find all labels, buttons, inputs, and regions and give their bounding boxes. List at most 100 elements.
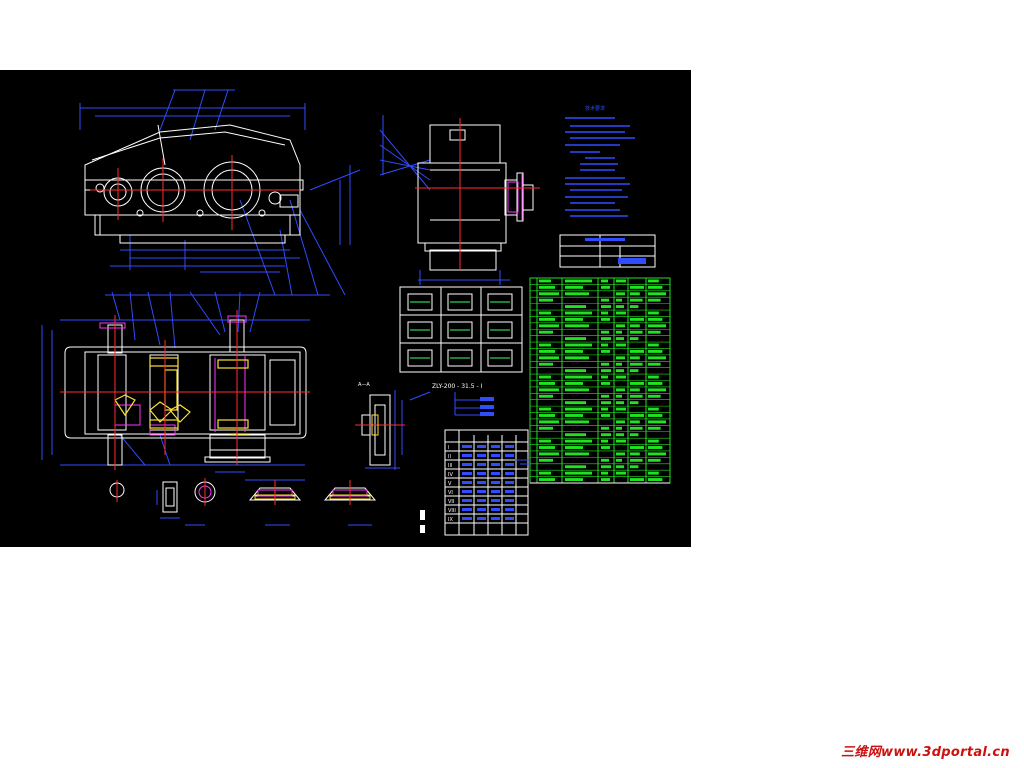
technical-notes: 技术要求: [559, 105, 656, 268]
parts-cell-text: [616, 439, 626, 443]
parts-cell-text: [565, 369, 586, 373]
parts-cell-text: [630, 420, 640, 424]
parts-cell-text: [630, 478, 644, 481]
parts-cell-text: [648, 414, 663, 417]
gear-spec-table: I II III IV V VI VII VIII IX: [420, 429, 529, 536]
section-a-a-label: A—A: [358, 382, 370, 388]
parts-cell-text: [648, 324, 666, 328]
parts-cell-text: [630, 394, 643, 398]
parts-cell-text: [565, 471, 592, 475]
parts-list-table: [515, 277, 671, 484]
parts-cell-text: [601, 349, 610, 353]
parts-cell-text: [630, 298, 643, 302]
parts-cell-text: [630, 388, 640, 392]
parts-cell-text: [616, 471, 626, 475]
model-designation: ZLY-200 - 31.5 - I: [409, 383, 494, 416]
parts-cell-text: [601, 343, 608, 347]
parts-cell-text: [648, 349, 663, 353]
parts-cell-text: [601, 458, 609, 462]
parts-cell-text: [630, 382, 644, 385]
spec-row-1: I: [448, 445, 449, 451]
parts-cell-text: [539, 426, 553, 430]
parts-cell-text: [565, 452, 589, 456]
section-a-a-view: A—A: [355, 382, 405, 470]
parts-cell-text: [648, 292, 666, 296]
parts-cell-text: [539, 382, 555, 385]
parts-cell-text: [601, 407, 608, 411]
parts-cell-text: [630, 349, 644, 353]
spec-row-9: IX: [448, 517, 453, 523]
parts-cell-text: [616, 311, 626, 315]
parts-cell-text: [616, 305, 624, 309]
parts-cell-text: [601, 426, 609, 430]
parts-cell-text: [616, 388, 625, 392]
parts-cell-text: [648, 330, 661, 334]
parts-cell-text: [565, 414, 583, 417]
parts-cell-text: [630, 324, 640, 328]
parts-cell-text: [616, 426, 622, 430]
parts-cell-text: [630, 292, 640, 296]
parts-cell-text: [616, 324, 625, 328]
parts-cell-text: [539, 452, 559, 456]
parts-cell-text: [630, 362, 643, 366]
spec-row-4: IV: [448, 472, 453, 478]
parts-cell-text: [630, 317, 644, 321]
parts-cell-text: [648, 343, 659, 347]
parts-cell-text: [601, 305, 611, 309]
parts-cell-text: [539, 298, 553, 302]
parts-cell-text: [601, 394, 609, 398]
parts-cell-text: [648, 426, 661, 430]
parts-cell-text: [601, 382, 610, 385]
parts-cell-text: [539, 478, 555, 481]
spec-row-6: VI: [448, 490, 453, 496]
gearbox-assembly-drawing: 技术要求: [41, 89, 671, 536]
parts-cell-text: [648, 471, 659, 475]
parts-cell-text: [648, 375, 659, 379]
parts-cell-text: [601, 471, 608, 475]
parts-cell-text: [648, 311, 659, 315]
parts-cell-text: [648, 298, 661, 302]
parts-cell-text: [630, 285, 644, 289]
parts-cell-text: [539, 362, 553, 366]
parts-cell-text: [630, 433, 639, 437]
parts-cell-text: [539, 343, 551, 347]
parts-cell-text: [539, 388, 559, 392]
parts-cell-text: [539, 279, 551, 283]
parts-cell-text: [616, 362, 622, 366]
parts-cell-text: [565, 311, 592, 315]
detail-views: [109, 449, 377, 526]
parts-cell-text: [601, 317, 610, 321]
parts-cell-text: [648, 458, 661, 462]
parts-cell-text: [648, 452, 666, 456]
parts-cell-text: [648, 317, 663, 321]
parts-cell-text: [565, 324, 589, 328]
parts-cell-text: [630, 337, 639, 341]
parts-cell-text: [539, 439, 551, 443]
side-view: [379, 115, 540, 285]
parts-cell-text: [539, 458, 553, 462]
parts-cell-text: [630, 369, 639, 373]
parts-cell-text: [616, 356, 625, 360]
parts-cell-text: [616, 330, 622, 334]
parts-cell-text: [565, 349, 583, 353]
parts-cell-text: [616, 458, 622, 462]
parts-cell-text: [565, 305, 586, 309]
parts-cell-text: [630, 356, 640, 360]
spec-row-3: III: [448, 463, 452, 469]
watermark: 三维网www.3dportal.cn: [841, 741, 1010, 760]
parts-cell-text: [601, 375, 608, 379]
parts-cell-text: [601, 311, 608, 315]
parts-cell-text: [601, 279, 608, 283]
parts-cell-text: [601, 285, 610, 289]
parts-cell-text: [648, 478, 663, 481]
parts-cell-text: [648, 362, 661, 366]
parts-cell-text: [565, 317, 583, 321]
parts-cell-text: [630, 401, 639, 405]
parts-cell-text: [648, 394, 661, 398]
parts-cell-text: [630, 426, 643, 430]
parts-cell-text: [565, 446, 583, 449]
parts-cell-text: [539, 311, 551, 315]
parts-cell-text: [648, 407, 659, 411]
parts-cell-text: [539, 375, 551, 379]
parts-cell-text: [616, 401, 624, 405]
